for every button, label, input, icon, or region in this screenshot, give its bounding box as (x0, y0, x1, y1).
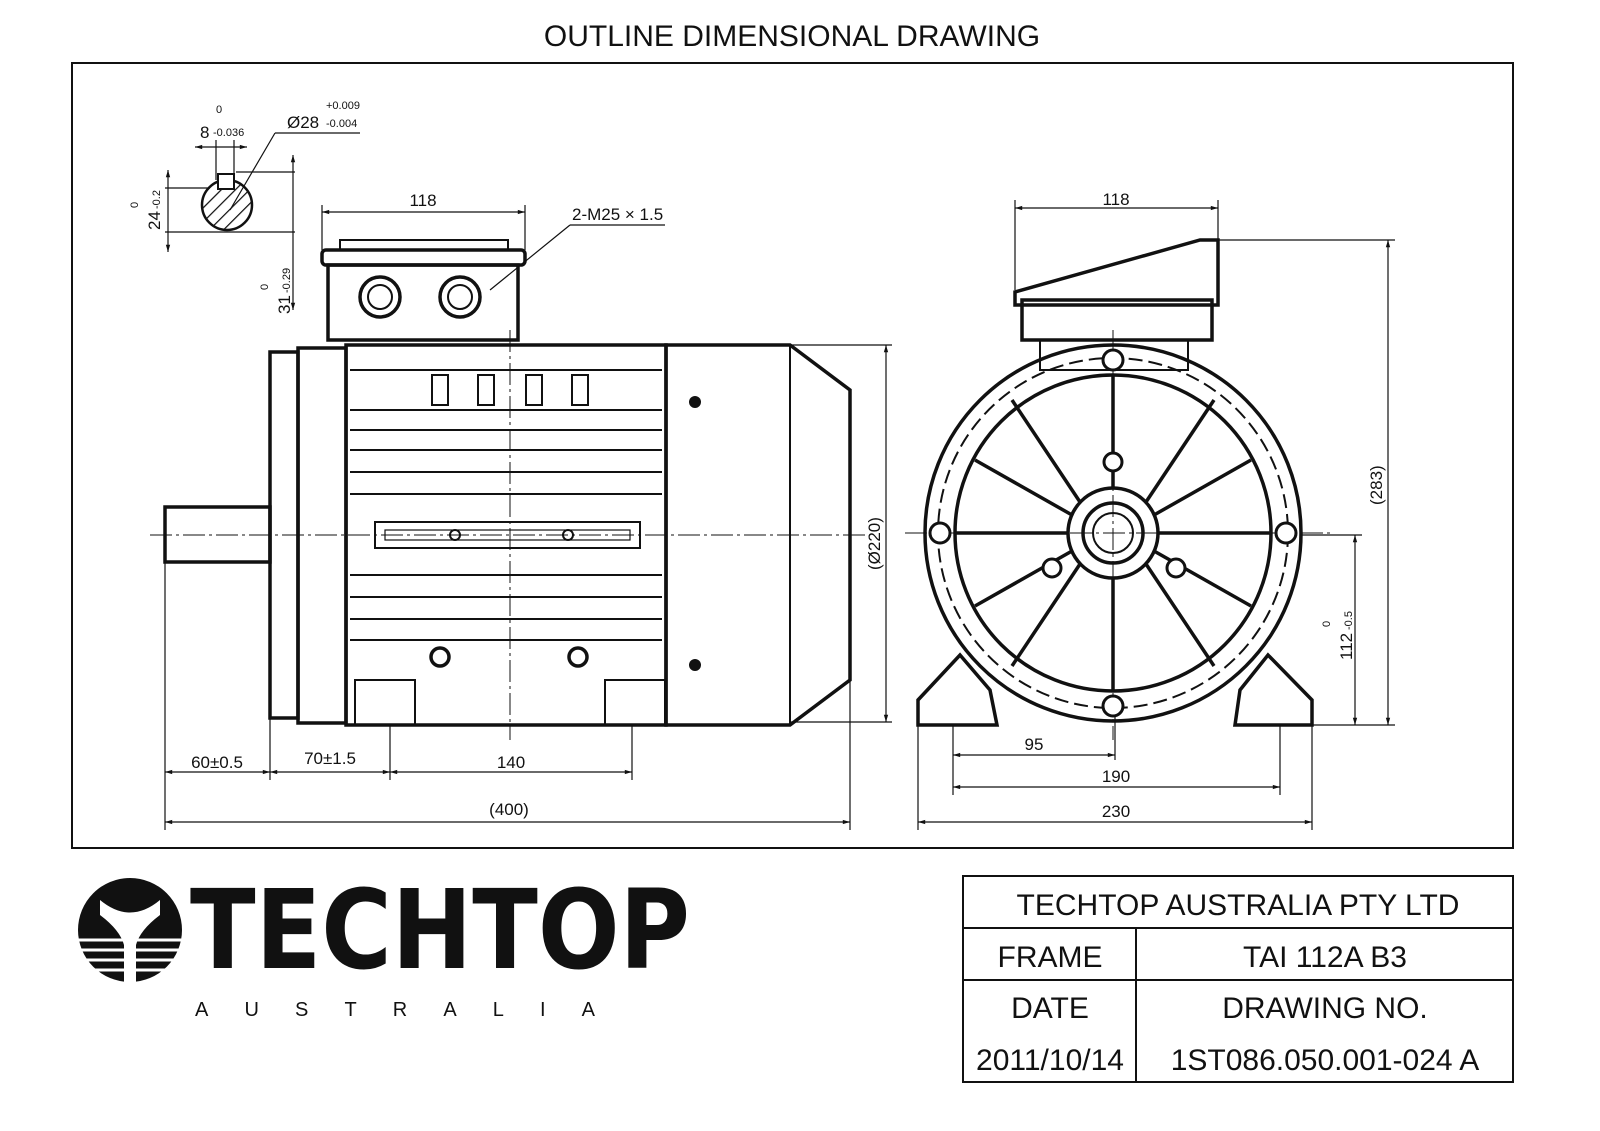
cable-entry-dimension: 2-M25 × 1.5 (572, 205, 663, 224)
key-width-tol-upper: 0 (216, 104, 222, 116)
frame-value: TAI 112A B3 (1243, 941, 1407, 974)
center-height-tol-upper: 0 (1321, 621, 1333, 627)
drawing-no-label: DRAWING NO. (1222, 992, 1428, 1025)
date-value: 2011/10/14 (976, 1044, 1124, 1077)
terminal-box (326, 263, 520, 342)
drawing-frame (71, 62, 1514, 849)
techtop-logo: TECHTOP AUSTRALIA (78, 866, 690, 1021)
shaft-height-dimension: 31 (275, 295, 294, 314)
motor-side-view: 118 2-M25 × 1.5 (Ø220) 60±0.5 70±1.5 140… (150, 191, 892, 830)
shaft-height-tol-upper: 0 (259, 284, 271, 290)
key-width-dimension: 8 (200, 123, 209, 142)
cooling-fins (923, 343, 1303, 723)
frame-label: FRAME (998, 941, 1103, 974)
body-diameter-dimension: (Ø220) (865, 517, 884, 570)
company-name: TECHTOP AUSTRALIA PTY LTD (1017, 889, 1460, 922)
right-foot (1232, 652, 1314, 727)
end-foot-spacing-dimension: 190 (1102, 767, 1130, 786)
half-foot-spacing-dimension: 95 (1025, 735, 1044, 754)
terminal-box-width-dimension: 118 (409, 191, 436, 210)
shaft-diameter-dimension: Ø28 (287, 113, 319, 132)
overall-length-dimension: (400) (489, 800, 529, 819)
overall-height-dimension: (283) (1367, 465, 1386, 505)
center-height-dimension: 112 (1337, 633, 1356, 660)
shaft-length-dimension: 60±0.5 (191, 753, 243, 772)
drawing-no-value: 1ST086.050.001-024 A (1171, 1044, 1480, 1077)
terminal-box-lid (320, 248, 527, 267)
key-height-tol-lower: -0.2 (151, 190, 163, 209)
shaft-to-foot-dimension: 70±1.5 (304, 749, 356, 768)
title-block: TECHTOP AUSTRALIA PTY LTD FRAME TAI 112A… (962, 875, 1514, 1083)
foot-spacing-dimension: 140 (497, 753, 525, 772)
shaft-section-detail: 8 -0.036 0 Ø28 +0.009 -0.004 24 -0.2 0 3… (129, 100, 360, 314)
cable-gland (358, 275, 402, 319)
motor-end-view: 118 (283) 112 -0.5 0 95 190 230 (905, 190, 1395, 830)
end-terminal-box-width-dimension: 118 (1102, 190, 1129, 209)
shaft-diameter-tol-lower: -0.004 (326, 118, 357, 130)
shaft-diameter-tol-upper: +0.009 (326, 100, 360, 112)
key-height-tol-upper: 0 (129, 202, 141, 208)
key-height-dimension: 24 (145, 211, 164, 230)
logo-sub: AUSTRALIA (195, 999, 596, 1021)
drawing-title: OUTLINE DIMENSIONAL DRAWING (544, 20, 1040, 53)
left-foot (916, 652, 1000, 727)
center-height-tol-lower: -0.5 (1343, 611, 1355, 630)
logo-brand: TECHTOP (190, 866, 690, 994)
overall-width-dimension: 230 (1102, 802, 1130, 821)
key-width-tol-lower: -0.036 (213, 127, 244, 139)
shaft-height-tol-lower: -0.29 (281, 268, 293, 293)
cable-gland (438, 275, 482, 319)
date-label: DATE (1011, 992, 1089, 1025)
